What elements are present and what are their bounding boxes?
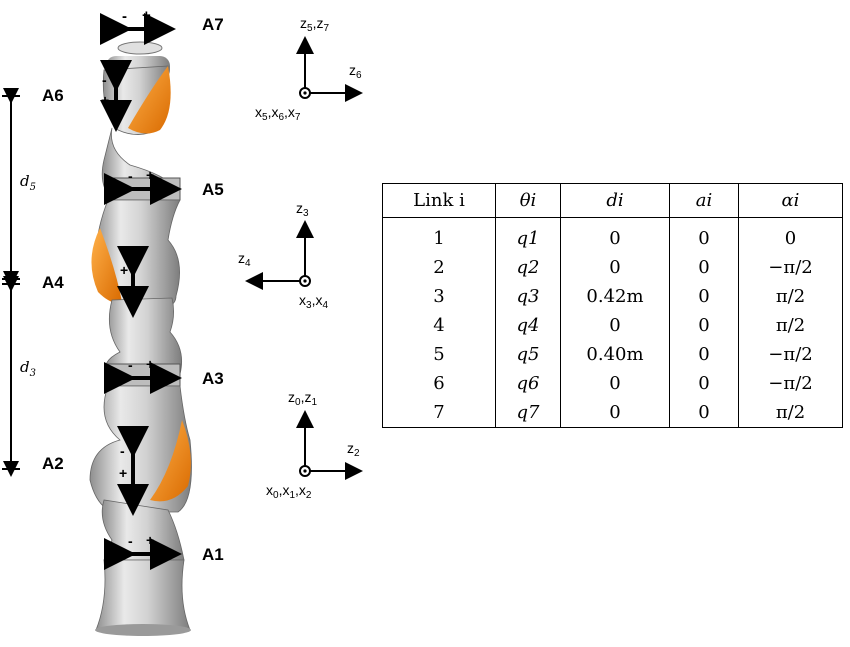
- cell-d: 0: [560, 311, 670, 340]
- frame-bot-side-label: z2: [347, 440, 360, 459]
- table-row: 5 q5 0.40m 0 −π/2: [382, 340, 843, 369]
- cell-theta: q1: [495, 224, 561, 253]
- robot-base: [95, 559, 191, 631]
- cell-a: 0: [669, 253, 739, 282]
- axis-label-a7: A7: [202, 15, 224, 34]
- frame-bot-z-label: z0,z1: [288, 389, 318, 408]
- cell-a: 0: [669, 369, 739, 398]
- cell-alpha: 0: [738, 224, 843, 253]
- header-link: Link i: [382, 183, 496, 218]
- link-7-orange-cap: [128, 66, 171, 134]
- table-row: 7 q7 0 0 π/2: [382, 398, 843, 428]
- sign-minus-a1: -: [128, 533, 133, 549]
- cell-a: 0: [669, 282, 739, 311]
- cell-d: 0: [560, 398, 670, 428]
- cell-a: 0: [669, 224, 739, 253]
- frame-mid-z-label: z3: [296, 200, 309, 219]
- base-foot: [95, 624, 191, 636]
- sign-minus-a2: -: [120, 443, 125, 459]
- cell-theta: q6: [495, 369, 561, 398]
- joint-a3-ring: [107, 363, 181, 387]
- cell-d: 0: [560, 369, 670, 398]
- sign-plus-a5: +: [146, 167, 155, 183]
- sign-plus-a6: +: [101, 92, 110, 108]
- sign-plus-a2: +: [119, 465, 128, 481]
- axis-label-a6: A6: [42, 86, 64, 105]
- cell-a: 0: [669, 340, 739, 369]
- cell-theta: q5: [495, 340, 561, 369]
- cell-alpha: −π/2: [738, 253, 843, 282]
- cell-link: 3: [382, 282, 496, 311]
- table-row: 2 q2 0 0 −π/2: [382, 253, 843, 282]
- sign-minus-a6: -: [102, 72, 107, 88]
- sign-plus-a4: +: [120, 262, 129, 278]
- cell-link: 7: [382, 398, 496, 428]
- cell-link: 4: [382, 311, 496, 340]
- cell-a: 0: [669, 311, 739, 340]
- cell-link: 6: [382, 369, 496, 398]
- sign-plus-a7: +: [142, 7, 151, 24]
- header-d: di: [560, 183, 670, 218]
- header-theta: θi: [495, 183, 561, 218]
- sign-minus-a4: -: [121, 283, 126, 299]
- link-3-orange-cap: [150, 420, 191, 502]
- sign-plus-a1: +: [146, 532, 155, 548]
- tool-flange: [117, 41, 163, 55]
- axis-label-a1: A1: [202, 545, 224, 564]
- table-row: 6 q6 0 0 −π/2: [382, 369, 843, 398]
- table-row: 1 q1 0 0 0: [382, 224, 843, 253]
- cell-theta: q3: [495, 282, 561, 311]
- frame-top-z-label: z5,z7: [300, 15, 330, 34]
- link-5-orange-cap: [91, 228, 122, 303]
- cell-alpha: −π/2: [738, 340, 843, 369]
- cell-d: 0.42m: [560, 282, 670, 311]
- cell-d: 0: [560, 253, 670, 282]
- frame-bot-x-label: x0,x1,x2: [266, 482, 312, 501]
- cell-d: 0.40m: [560, 340, 670, 369]
- cell-theta: q7: [495, 398, 561, 428]
- cell-d: 0: [560, 224, 670, 253]
- dh-parameter-table: Link i θi di ai αi 1 q1 0 0 0 2 q2 0 0 −…: [382, 183, 843, 428]
- link-4-body: [105, 297, 183, 375]
- header-alpha: αi: [738, 183, 843, 218]
- cell-alpha: π/2: [738, 311, 843, 340]
- cell-alpha: π/2: [738, 282, 843, 311]
- sign-minus-a5: -: [128, 168, 133, 184]
- frame-top-side-label: z6: [349, 62, 362, 81]
- table-row: 3 q3 0.42m 0 π/2: [382, 282, 843, 311]
- sign-minus-a7: -: [122, 8, 127, 25]
- cell-alpha: π/2: [738, 398, 843, 428]
- cell-alpha: −π/2: [738, 369, 843, 398]
- cell-link: 5: [382, 340, 496, 369]
- axis-label-a4: A4: [42, 273, 64, 292]
- axis-label-a5: A5: [202, 180, 224, 199]
- table-row: 4 q4 0 0 π/2: [382, 311, 843, 340]
- table-header-row: Link i θi di ai αi: [382, 183, 843, 218]
- cell-link: 1: [382, 224, 496, 253]
- header-a: ai: [669, 183, 739, 218]
- cell-link: 2: [382, 253, 496, 282]
- sign-minus-a3: -: [128, 357, 133, 373]
- frame-top-x-label: x5,x6,x7: [255, 104, 301, 123]
- robot-arm-illustration: [2, 13, 192, 636]
- frame-diagrams: [245, 36, 363, 480]
- cell-theta: q2: [495, 253, 561, 282]
- frame-mid-x-label: x3,x4: [299, 292, 329, 311]
- dim-d5-label: d5: [20, 172, 36, 193]
- sign-plus-a3: +: [146, 356, 155, 372]
- cell-a: 0: [669, 398, 739, 428]
- cell-theta: q4: [495, 311, 561, 340]
- dim-d3-label: d3: [20, 358, 36, 379]
- axis-label-a2: A2: [42, 454, 64, 473]
- axis-label-a3: A3: [202, 369, 224, 388]
- frame-mid-side-label: z4: [238, 250, 251, 269]
